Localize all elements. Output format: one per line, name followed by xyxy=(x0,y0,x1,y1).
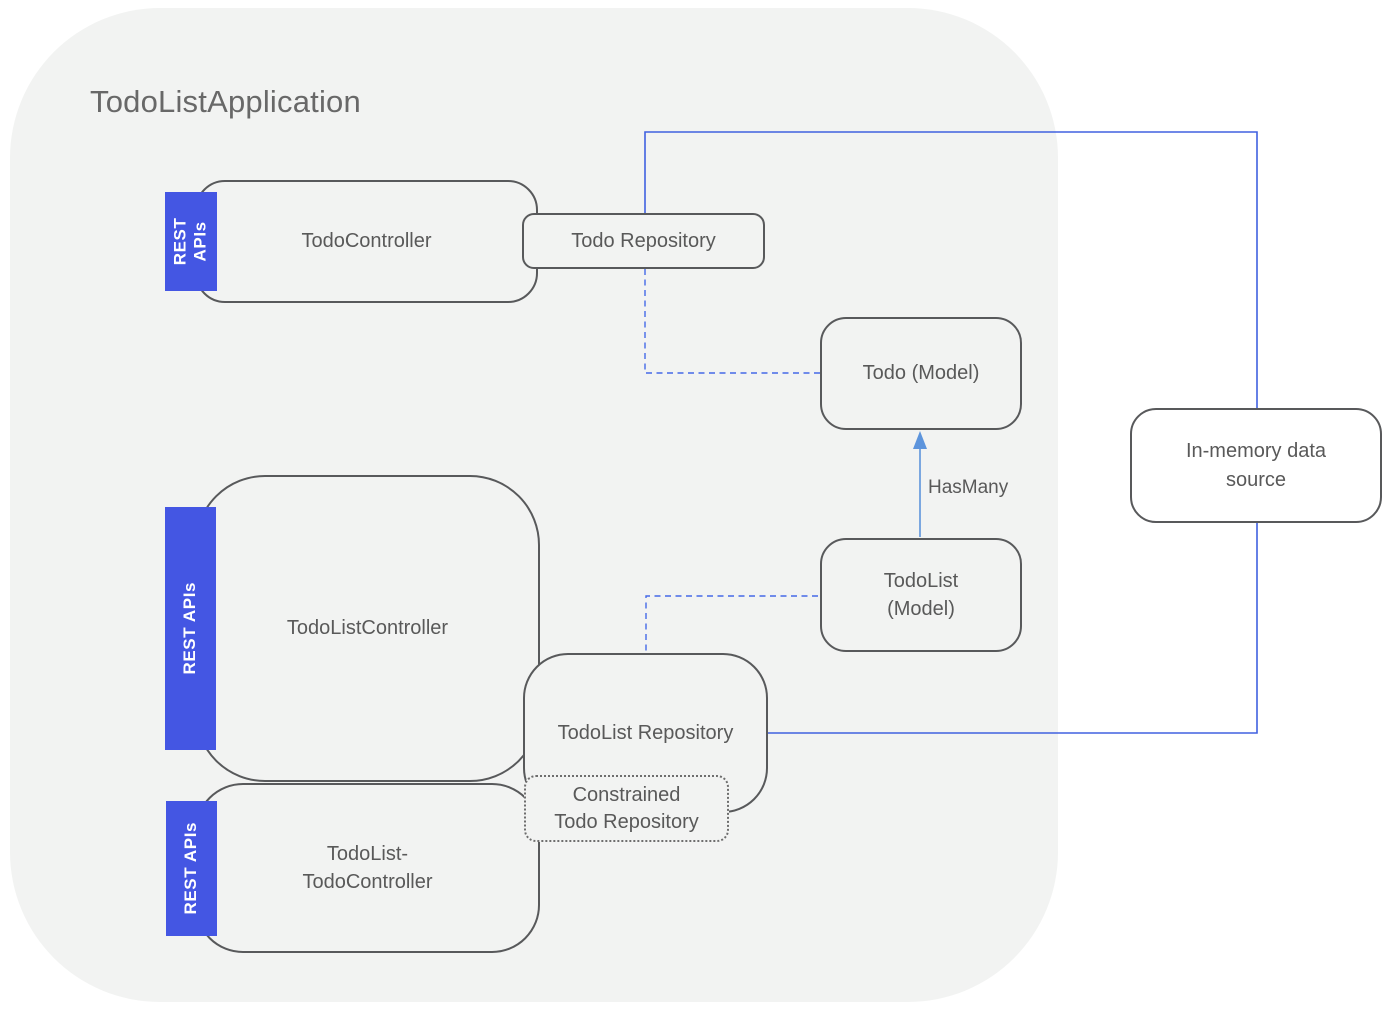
todolist-model-label: TodoList (Model) xyxy=(883,569,959,620)
connector-todo-repository-to-inmemory xyxy=(644,131,1258,408)
todolist-todo-controller-label: TodoList- TodoController xyxy=(302,842,433,893)
todo-model-label: Todo (Model) xyxy=(862,362,980,385)
hasmany-arrowhead xyxy=(913,431,927,449)
in-memory-datasource-label: In-memory data source xyxy=(1185,440,1327,491)
diagram-title: TodoListApplication xyxy=(90,84,361,119)
todolist-controller-label: TodoListController xyxy=(286,617,449,640)
hasmany-label: HasMany xyxy=(928,477,1009,498)
connector-dashed-todo-repository-to-todo-model xyxy=(644,269,820,374)
connector-inmemory-to-todolist-repository xyxy=(767,523,1258,734)
connector-dashed-todolist-model-to-todolist-repository xyxy=(645,595,818,652)
node-todo-model: Todo (Model) xyxy=(820,317,1022,430)
todo-controller-label: TodoController xyxy=(301,230,432,253)
node-in-memory-datasource: In-memory data source xyxy=(1130,408,1382,523)
rest-apis-badge-todo-controller: REST APIs xyxy=(165,192,217,291)
todolist-repository-label: TodoList Repository xyxy=(557,721,734,744)
node-todolist-todo-controller: TodoList- TodoController xyxy=(195,783,540,953)
node-todolist-controller: TodoListController xyxy=(195,475,540,782)
node-todo-repository: Todo Repository xyxy=(522,213,765,269)
todo-repository-label: Todo Repository xyxy=(571,229,716,252)
rest-apis-badge-todolist-controller: REST APIs xyxy=(165,507,216,750)
node-todolist-model: TodoList (Model) xyxy=(820,538,1022,652)
constrained-todo-repository-label: Constrained Todo Repository xyxy=(554,783,699,833)
rest-apis-badge-todolist-todo-controller: REST APIs xyxy=(166,801,217,936)
node-constrained-todo-repository: Constrained Todo Repository xyxy=(524,775,729,842)
